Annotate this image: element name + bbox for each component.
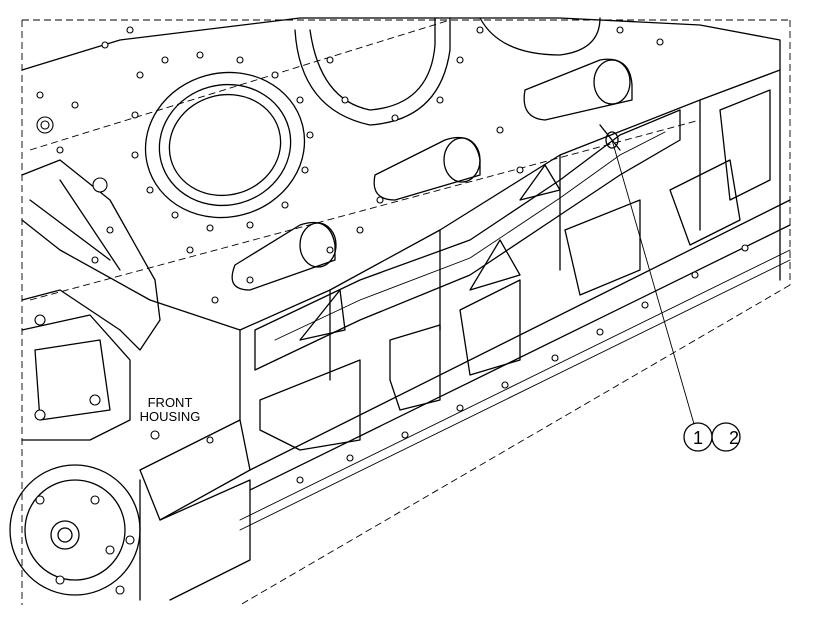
front-housing-label-line1: FRONT: [148, 395, 193, 410]
crankcase-side: [239, 89, 791, 531]
passage-slots: [231, 58, 633, 291]
leader-line: [611, 139, 695, 425]
front-housing-label-line2: HOUSING: [140, 409, 201, 424]
callout-1-number: 1: [693, 428, 703, 448]
front-gear: [9, 464, 141, 596]
cylinder-bore-center: [294, 17, 451, 126]
callout-2: 2: [711, 422, 741, 452]
rail-bolts: [296, 244, 749, 484]
cylinder-bore-left: [144, 71, 306, 219]
bolt-holes: [36, 26, 664, 304]
indicated-part: [599, 124, 621, 151]
callout-2-number: 2: [729, 428, 739, 448]
front-housing: [21, 116, 251, 601]
cylinder-deck: [21, 17, 781, 421]
front-housing-label: FRONT HOUSING: [140, 395, 201, 424]
cylinder-bore-right: [479, 17, 601, 56]
side-cover-plate: [254, 109, 681, 371]
dashed-boundary: [21, 19, 791, 606]
callout-1: 1: [683, 422, 713, 452]
